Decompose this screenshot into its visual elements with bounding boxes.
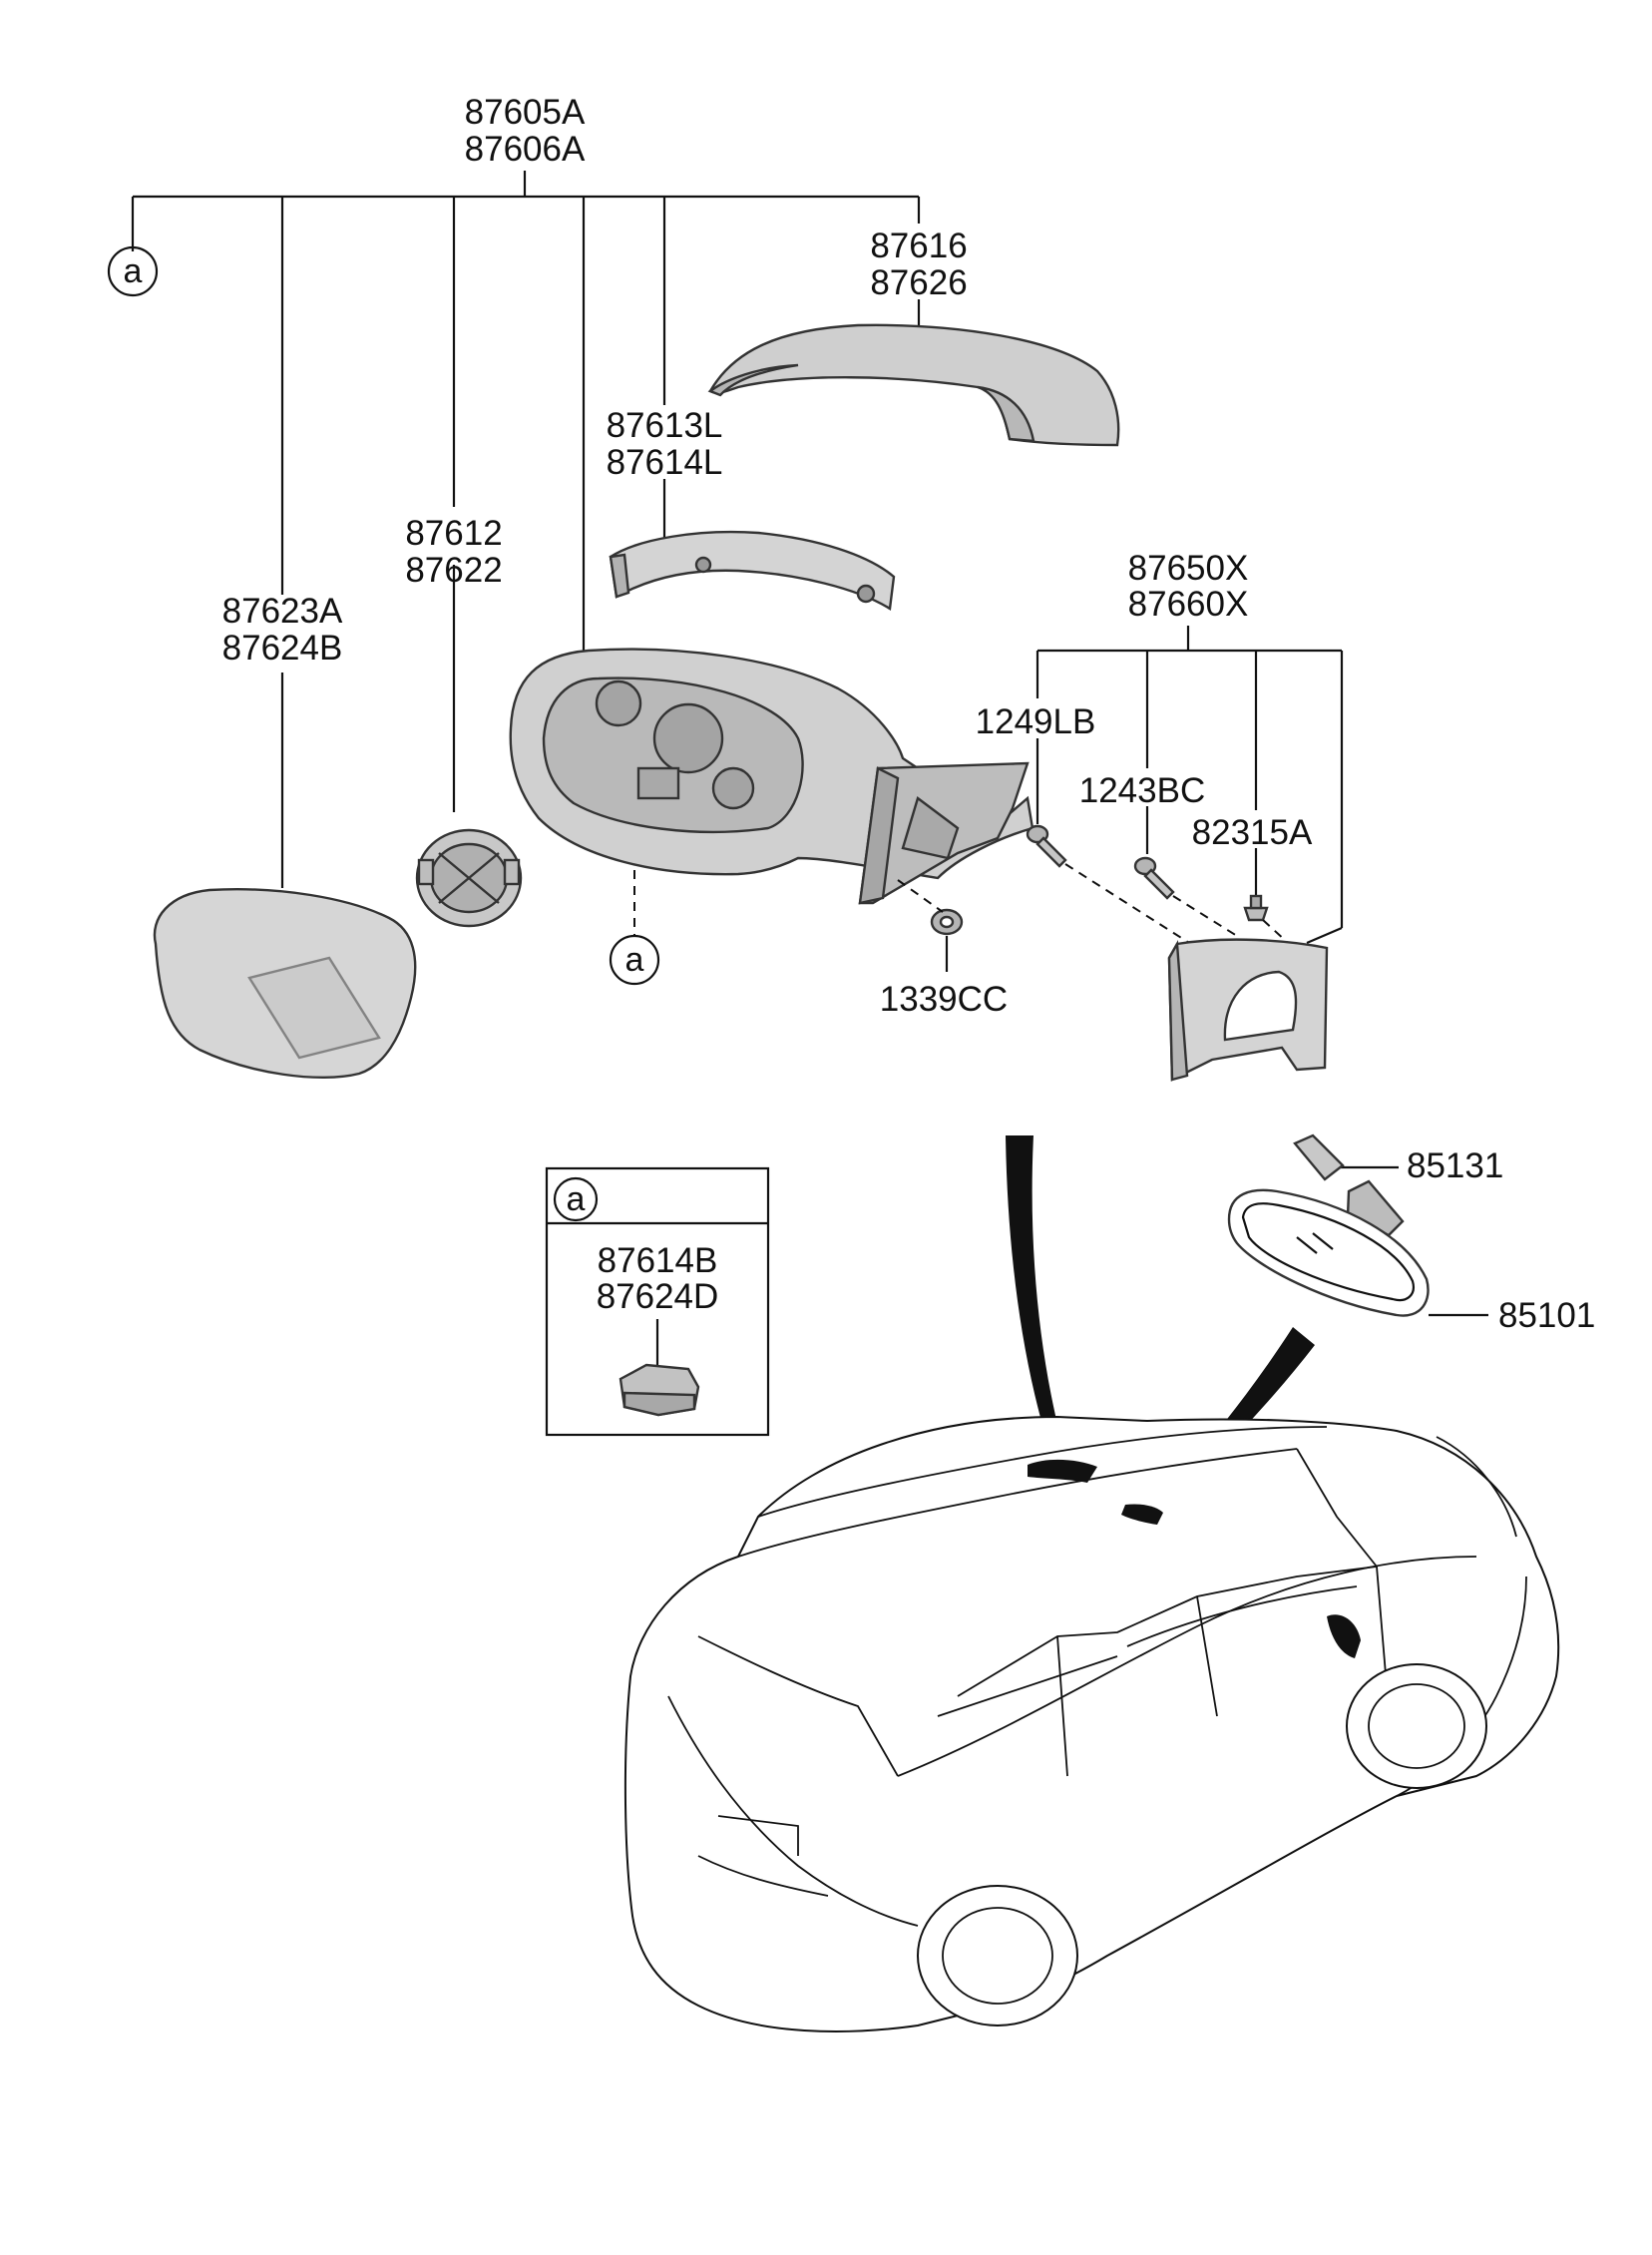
reference-a-marker: a: [107, 245, 159, 297]
label-87623A: 87623A: [222, 592, 343, 631]
label-87622: 87622: [405, 551, 502, 590]
cap-tree-lines: [1035, 626, 1344, 945]
nut-part: [930, 908, 964, 936]
inside-rear-view-mirror-part: [1227, 1188, 1488, 1317]
screw-1249LB-part: [1026, 824, 1067, 868]
label-1243BC: 1243BC: [1079, 771, 1205, 810]
mirror-glass-part: [153, 888, 417, 1080]
label-87616: 87616: [870, 226, 967, 265]
cap-dashes: [1064, 863, 1288, 949]
vehicle-illustration: [623, 1415, 1560, 2032]
label-87624D: 87624D: [597, 1277, 719, 1316]
label-87613L: 87613L: [607, 406, 723, 445]
label-87606A: 87606A: [465, 130, 586, 169]
label-87626: 87626: [870, 263, 967, 302]
vehicle-highlight-marks: [1028, 1459, 1361, 1658]
nut-dash: [897, 879, 944, 913]
assembly-tree-lines: [131, 171, 921, 888]
clip-82315A-part: [1243, 894, 1269, 922]
side-repeater-lamp-part: [609, 530, 896, 612]
label-87605A: 87605A: [465, 93, 586, 132]
label-87650X: 87650X: [1128, 549, 1249, 588]
label-87612: 87612: [405, 514, 502, 553]
label-85101: 85101: [1498, 1296, 1595, 1335]
inset-box: a 87614B 87624D: [545, 1166, 770, 1437]
label-1249LB: 1249LB: [976, 702, 1096, 741]
label-82315A: 82315A: [1192, 813, 1313, 852]
reference-a-label: a: [124, 252, 143, 290]
label-1339CC: 1339CC: [880, 980, 1008, 1019]
mirror-cover-part: [707, 323, 1120, 447]
label-87660X: 87660X: [1128, 585, 1249, 624]
reference-a-marker-2: a: [609, 934, 660, 986]
reference-a-label-2: a: [625, 941, 644, 979]
mirror-actuator-part: [415, 828, 523, 928]
inset-reference-a-label: a: [567, 1180, 586, 1218]
garnish-cap-part: [1167, 938, 1329, 1082]
label-85131: 85131: [1407, 1146, 1503, 1185]
mirror-base-plate-part: [858, 761, 1030, 905]
label-87614L: 87614L: [607, 443, 723, 482]
screw-1243BC-part: [1133, 856, 1175, 900]
label-87624B: 87624B: [222, 629, 343, 668]
location-pointer-outside-mirror: [1006, 1135, 1069, 1473]
label-87614B: 87614B: [598, 1241, 718, 1280]
